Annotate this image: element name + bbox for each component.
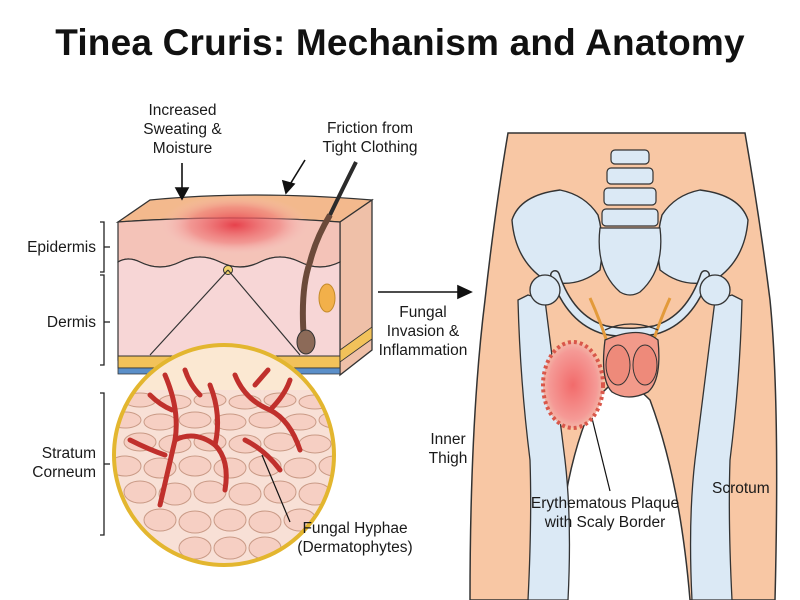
label-sweating-line3: Moisture	[152, 140, 213, 157]
label-sweating-line1: Increased	[148, 102, 217, 119]
label-stratum-corneum: Stratum Corneum	[8, 444, 96, 482]
label-fungal-invasion: Fungal Invasion & Inflammation	[368, 303, 478, 360]
label-plaque-line1: Erythematous Plaque	[530, 495, 680, 512]
label-hyphae-line2: (Dermatophytes)	[297, 539, 413, 556]
label-friction-line1: Friction from	[326, 120, 414, 137]
label-stratum-line1: Stratum	[41, 445, 96, 462]
label-inner-thigh-line2: Thigh	[428, 450, 468, 467]
label-stratum-line2: Corneum	[32, 464, 96, 481]
label-epidermis: Epidermis	[27, 239, 96, 256]
label-plaque-line2: with Scaly Border	[544, 514, 666, 531]
fungal-hyphae	[127, 367, 303, 508]
page-title: Tinea Cruris: Mechanism and Anatomy	[55, 22, 745, 63]
label-invasion-line2: Invasion &	[386, 323, 460, 340]
label-inner-thigh: Inner Thigh	[418, 430, 478, 468]
label-fungal-hyphae: Fungal Hyphae (Dermatophytes)	[285, 519, 425, 557]
label-sweating: Increased Sweating & Moisture	[130, 101, 235, 158]
label-sweating-line2: Sweating &	[143, 121, 222, 138]
label-friction: Friction from Tight Clothing	[310, 119, 430, 157]
label-inner-thigh-line1: Inner	[430, 431, 466, 448]
layer-brackets	[100, 221, 110, 536]
label-hyphae-line1: Fungal Hyphae	[302, 520, 408, 537]
erythematous-plaque	[541, 340, 605, 430]
label-invasion-line3: Inflammation	[378, 342, 468, 359]
label-invasion-line1: Fungal	[399, 304, 447, 321]
label-friction-line2: Tight Clothing	[322, 139, 418, 156]
pelvic-anatomy	[469, 132, 778, 600]
label-dermis: Dermis	[46, 314, 96, 331]
label-erythematous-plaque: Erythematous Plaque with Scaly Border	[515, 494, 695, 532]
label-scrotum: Scrotum	[712, 480, 770, 497]
skin-cross-section	[115, 161, 374, 377]
